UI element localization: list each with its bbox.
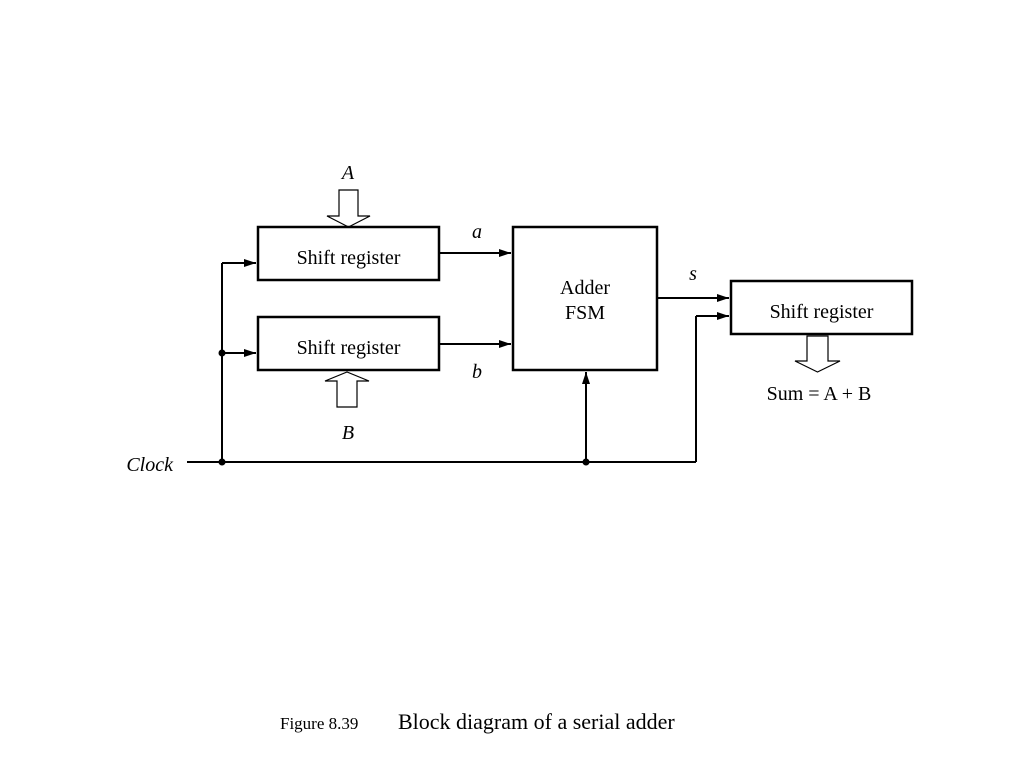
sum-output-arrow [794,335,841,373]
wire-b-label: b [472,361,482,383]
clock-label: Clock [126,454,174,476]
figure-title: Block diagram of a serial adder [398,709,675,734]
adder-fsm-label-line2: FSM [565,302,605,324]
shift-register-b: Shift register [256,315,441,372]
wire-a-label: a [472,221,482,243]
input-b-label: B [342,422,354,444]
shift-register-sum-label: Shift register [770,301,874,323]
sum-output-label: Sum = A + B [767,383,872,405]
input-a-label: A [340,162,355,184]
adder-fsm-block: Adder FSM [511,225,659,372]
shift-register-a-label: Shift register [297,247,401,269]
figure-number: Figure 8.39 [280,714,358,733]
shift-register-a: Shift register [256,225,441,282]
input-a-arrow [326,189,371,228]
adder-fsm-label-line1: Adder [560,277,610,299]
clock-network [187,259,729,463]
shift-register-sum: Shift register [729,279,914,336]
shift-register-b-label: Shift register [297,337,401,359]
clock-junctions [218,349,590,466]
wire-s-label: s [689,263,697,285]
input-b-arrow [324,371,370,408]
